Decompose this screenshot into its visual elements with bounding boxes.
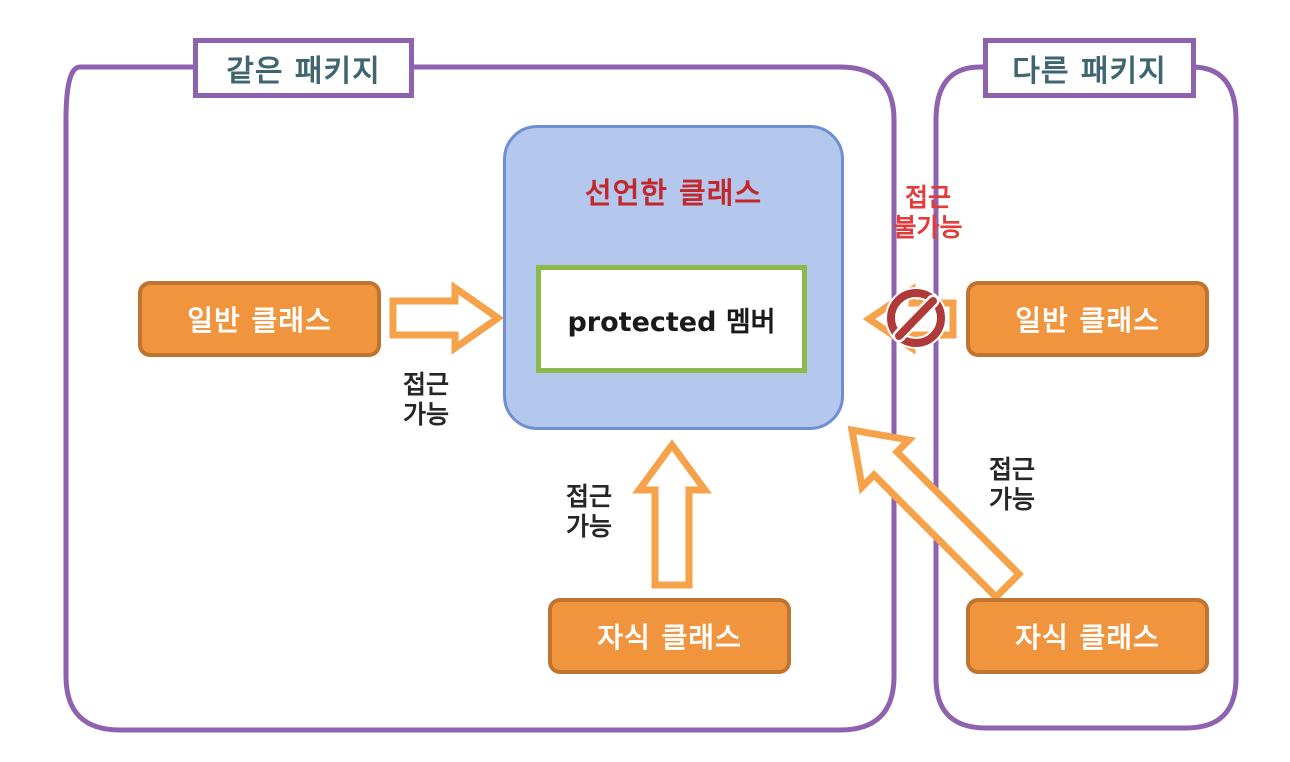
other-package-frame	[933, 64, 1239, 731]
class-box-label: 일반 클래스	[187, 304, 332, 337]
no-entry-icon	[885, 287, 947, 349]
same-package-frame	[63, 64, 897, 733]
class-box-same-package-child: 자식 클래스	[548, 598, 791, 674]
package-label-same: 같은 패키지	[193, 38, 414, 98]
class-box-label: 자식 클래스	[597, 621, 742, 654]
class-box-other-package-child: 자식 클래스	[966, 598, 1209, 674]
package-label-other: 다른 패키지	[983, 38, 1196, 98]
arrow-up-icon	[632, 439, 712, 589]
declaring-class-box: 선언한 클래스 protected 멤버	[503, 125, 844, 430]
arrow-up-left-icon	[847, 425, 1024, 602]
declaring-class-title: 선언한 클래스	[584, 176, 763, 210]
access-label-same-normal: 접근 가능	[402, 370, 449, 429]
protected-member-box: protected 멤버	[536, 265, 807, 373]
arrow-right-icon	[389, 281, 505, 355]
access-label-blocked: 접근 불가능	[893, 183, 963, 242]
access-label-same-child: 접근 가능	[565, 482, 612, 541]
package-label-same-text: 같은 패키지	[226, 54, 381, 89]
class-box-label: 자식 클래스	[1015, 621, 1160, 654]
class-box-label: 일반 클래스	[1015, 304, 1160, 337]
class-box-same-package-normal: 일반 클래스	[138, 281, 381, 357]
package-label-other-text: 다른 패키지	[1012, 54, 1167, 89]
protected-member-label: protected 멤버	[567, 306, 776, 338]
class-box-other-package-normal: 일반 클래스	[966, 281, 1209, 357]
access-label-other-child: 접근 가능	[988, 455, 1035, 514]
